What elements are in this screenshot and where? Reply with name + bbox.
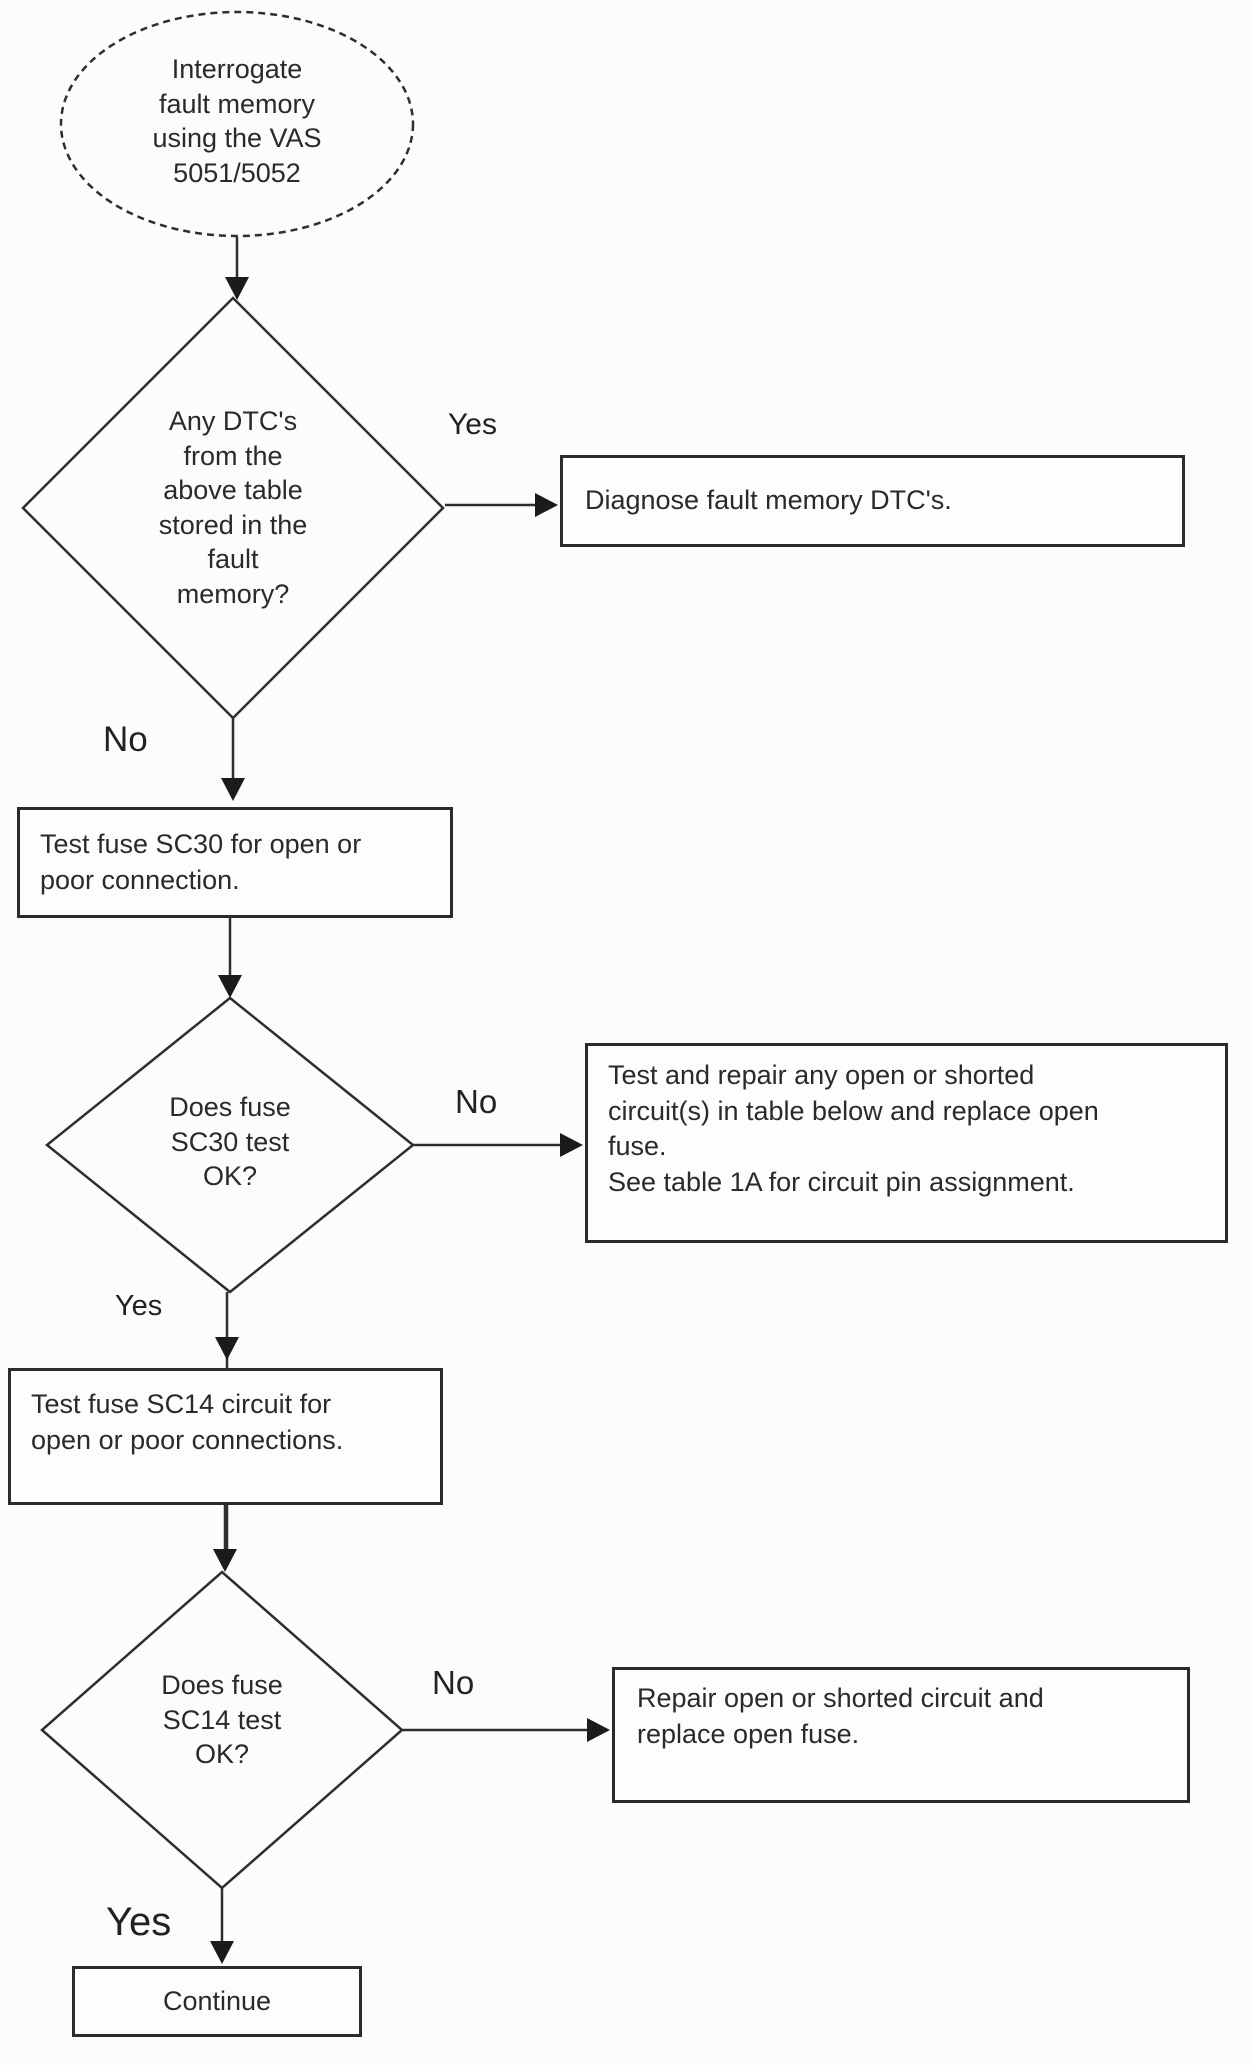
process-repair-sc30-box: Test and repair any open or shorted circ… — [585, 1043, 1228, 1243]
terminator-continue-label: Continue — [162, 1985, 272, 2016]
process-repair-sc30-label: Test and repair any open or shorted circ… — [608, 1060, 1099, 1197]
process-repair-sc14-label: Repair open or shorted circuit and repla… — [637, 1683, 1044, 1749]
arrowhead-decision-sc30 — [218, 975, 242, 998]
decision-dtc-label: Any DTC's from the above table stored in… — [158, 406, 308, 609]
arrowhead-diagnose — [535, 493, 558, 517]
edge-label-sc14-no: No — [432, 1664, 475, 1701]
process-test-sc14-label: Test fuse SC14 circuit for open or poor … — [31, 1388, 344, 1455]
process-test-sc30-box: Test fuse SC30 for open or poor connecti… — [17, 807, 453, 918]
arrowhead-continue — [210, 1941, 234, 1964]
edge-label-dtc-yes: Yes — [448, 408, 497, 441]
process-diagnose-label: Diagnose fault memory DTC's. — [585, 485, 952, 516]
arrowhead-repair-sc14 — [587, 1718, 610, 1742]
process-diagnose-box: Diagnose fault memory DTC's. — [560, 455, 1185, 547]
start-node-label: Interrogate fault memory using the VAS 5… — [152, 54, 322, 188]
arrowhead-test-sc30 — [221, 778, 245, 801]
process-test-sc14-box: Test fuse SC14 circuit for open or poor … — [8, 1368, 443, 1505]
decision-sc14-label: Does fuse SC14 test OK? — [161, 1670, 283, 1770]
decision-sc30-label: Does fuse SC30 test OK? — [169, 1092, 291, 1192]
start-terminator-shape — [59, 10, 415, 238]
edge-label-dtc-no: No — [103, 720, 148, 759]
edge-label-sc30-no: No — [455, 1083, 498, 1120]
terminator-continue-box: Continue — [72, 1966, 362, 2037]
edge-label-sc14-yes: Yes — [106, 1900, 172, 1944]
edge-label-sc30-yes: Yes — [115, 1290, 163, 1322]
arrowhead-decision-dtc — [225, 277, 249, 300]
process-repair-sc14-box: Repair open or shorted circuit and repla… — [612, 1667, 1190, 1803]
arrowhead-test-sc14-box — [215, 1337, 239, 1360]
decision-sc30-shape — [45, 996, 415, 1294]
process-test-sc30-label: Test fuse SC30 for open or poor connecti… — [40, 828, 362, 895]
arrowhead-decision-sc14 — [213, 1549, 237, 1572]
arrowhead-repair-sc30 — [560, 1133, 583, 1157]
